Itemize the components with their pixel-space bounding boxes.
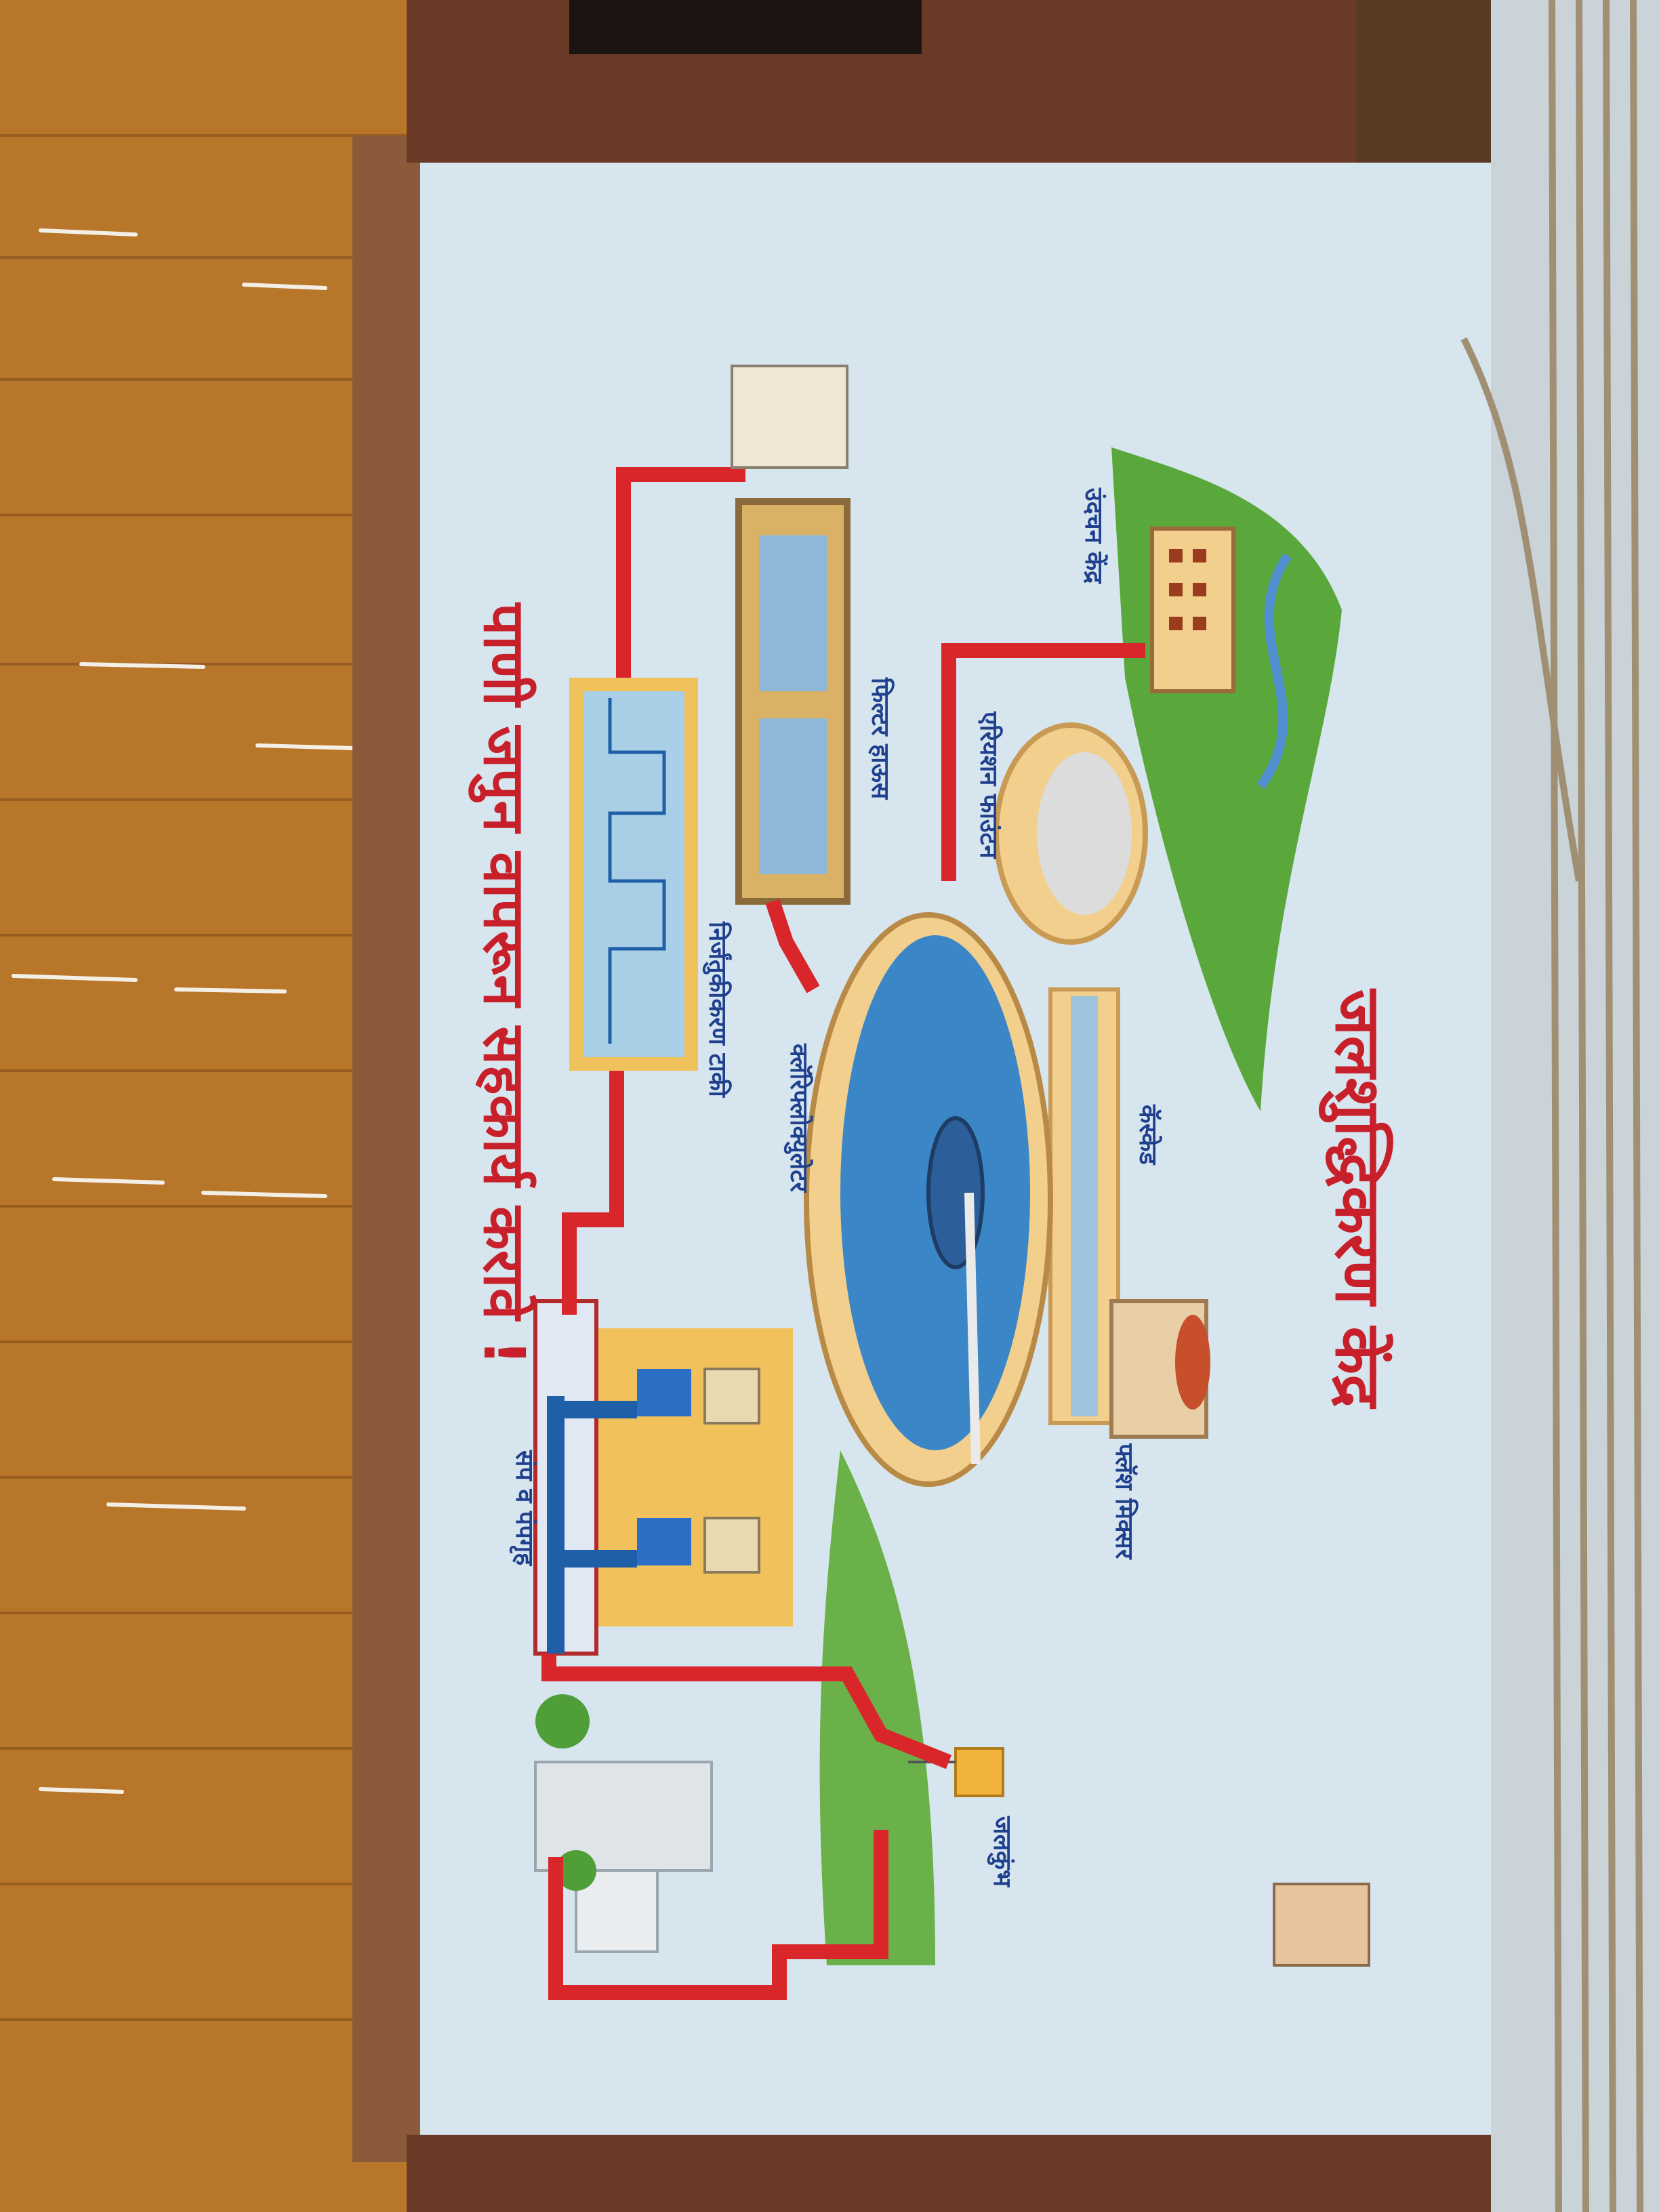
label-pumping-station: उंदचन केंद्र <box>1080 488 1107 583</box>
label-aeration-fountain: एरियशन फाउंटन <box>975 712 1002 859</box>
filter-bed-1 <box>759 535 827 691</box>
wall-ledge <box>352 136 427 2162</box>
baffle-flow <box>608 698 666 1044</box>
label-disinfection-tank: निर्जंतुकीकरण टाकी <box>703 922 731 1097</box>
cable-bundle <box>1460 0 1643 2212</box>
label-clariflocculator: क्लॅरिफ्लोक्युलेटर <box>785 1044 813 1192</box>
city-trees <box>535 1694 596 1891</box>
pump-2 <box>637 1518 691 1565</box>
elevated-reservoir <box>954 1747 1004 1797</box>
mural-slogan: पाणी जपुन वापरून सहकार्य करावे ! <box>471 603 537 1366</box>
river <box>1256 553 1292 790</box>
cascade-water <box>1071 996 1098 1416</box>
wood-grain <box>0 134 407 2021</box>
wood-scratches <box>12 228 354 1794</box>
wall-control-panel <box>731 365 848 469</box>
pumping-station-building <box>1150 527 1235 693</box>
wall-junction-box <box>1273 1883 1370 1967</box>
label-flash-mixer: फ्लॅश मिक्सर <box>1110 1443 1138 1559</box>
wood-panel <box>0 0 407 2212</box>
city-building-2 <box>575 1869 659 1953</box>
filter-bed-2 <box>759 718 827 874</box>
green-hills-bottom <box>819 1450 935 1965</box>
motor-1 <box>703 1368 760 1425</box>
clariflocculator-bridge <box>964 1192 981 1465</box>
bottom-wall-band <box>407 2135 1491 2212</box>
mural-title: जलशुद्धिकरण केंद्र <box>1322 989 1394 1408</box>
red-pipeline <box>541 467 1145 2000</box>
aeration-fountain-water <box>1037 752 1132 915</box>
label-cascade: कॅस्केड <box>1134 1105 1162 1165</box>
pump-1 <box>637 1369 691 1416</box>
label-reservoir: जलकुंभ <box>988 1816 1016 1887</box>
sump-water <box>547 1396 637 1654</box>
label-filter-house: फिल्टर हाऊस <box>866 678 894 800</box>
label-sump-pump-house: संप व पंपगृह <box>510 1450 538 1566</box>
window-opening <box>569 0 922 54</box>
flash-mixer-top <box>1175 1315 1210 1410</box>
motor-2 <box>703 1517 760 1574</box>
